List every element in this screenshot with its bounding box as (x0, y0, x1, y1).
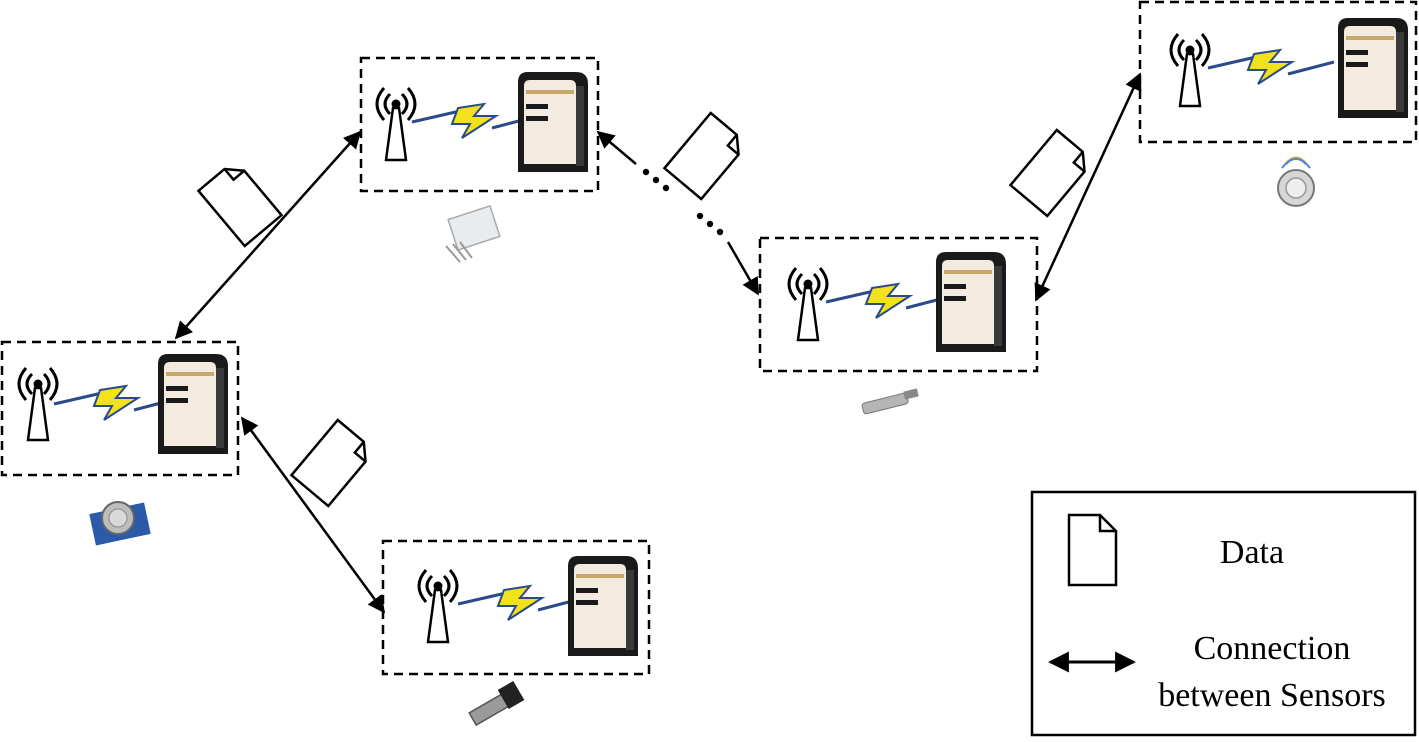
wireless-link-icon (824, 282, 954, 320)
server-icon (1338, 18, 1408, 118)
data-document-icon (663, 111, 749, 201)
connection-a-b (174, 130, 362, 340)
server-icon (936, 252, 1006, 352)
legend-data-icon (1067, 513, 1118, 587)
legend-connection-label-line2: between Sensors (1158, 677, 1386, 714)
node-d (758, 236, 1039, 373)
node-e-box (1138, 0, 1418, 144)
pressure-transmitter-icon (468, 680, 525, 727)
data-document-icon (290, 418, 376, 508)
server-icon (158, 354, 228, 454)
antenna-icon (417, 568, 459, 644)
node-c-box (381, 539, 651, 676)
legend-connection-label-line1: Connection (1194, 630, 1351, 667)
antenna-icon (375, 86, 417, 162)
gas-sensor-module-icon (89, 501, 151, 546)
wireless-link-icon (456, 584, 586, 622)
antenna-icon (1169, 32, 1211, 108)
node-e (1138, 0, 1418, 144)
node-a (0, 340, 240, 477)
node-b (359, 56, 600, 193)
server-icon (518, 72, 588, 172)
pressure-sensor-disc-icon (1277, 156, 1315, 207)
legend: Data Connection between Sensors (1030, 490, 1417, 737)
connection-b-d (596, 130, 760, 296)
pressure-probe-icon (861, 388, 919, 415)
server-icon (568, 556, 638, 656)
connection-d-e (1034, 72, 1142, 302)
antenna-icon (17, 366, 59, 442)
node-c (381, 539, 651, 676)
connection-a-c (240, 416, 386, 614)
wireless-link-icon (1206, 48, 1336, 86)
node-a-box (0, 340, 240, 477)
node-d-box (758, 236, 1039, 373)
node-b-box (359, 56, 600, 193)
antenna-icon (787, 266, 829, 342)
humidity-sensor-icon (445, 205, 501, 263)
legend-data-label: Data (1220, 534, 1284, 571)
